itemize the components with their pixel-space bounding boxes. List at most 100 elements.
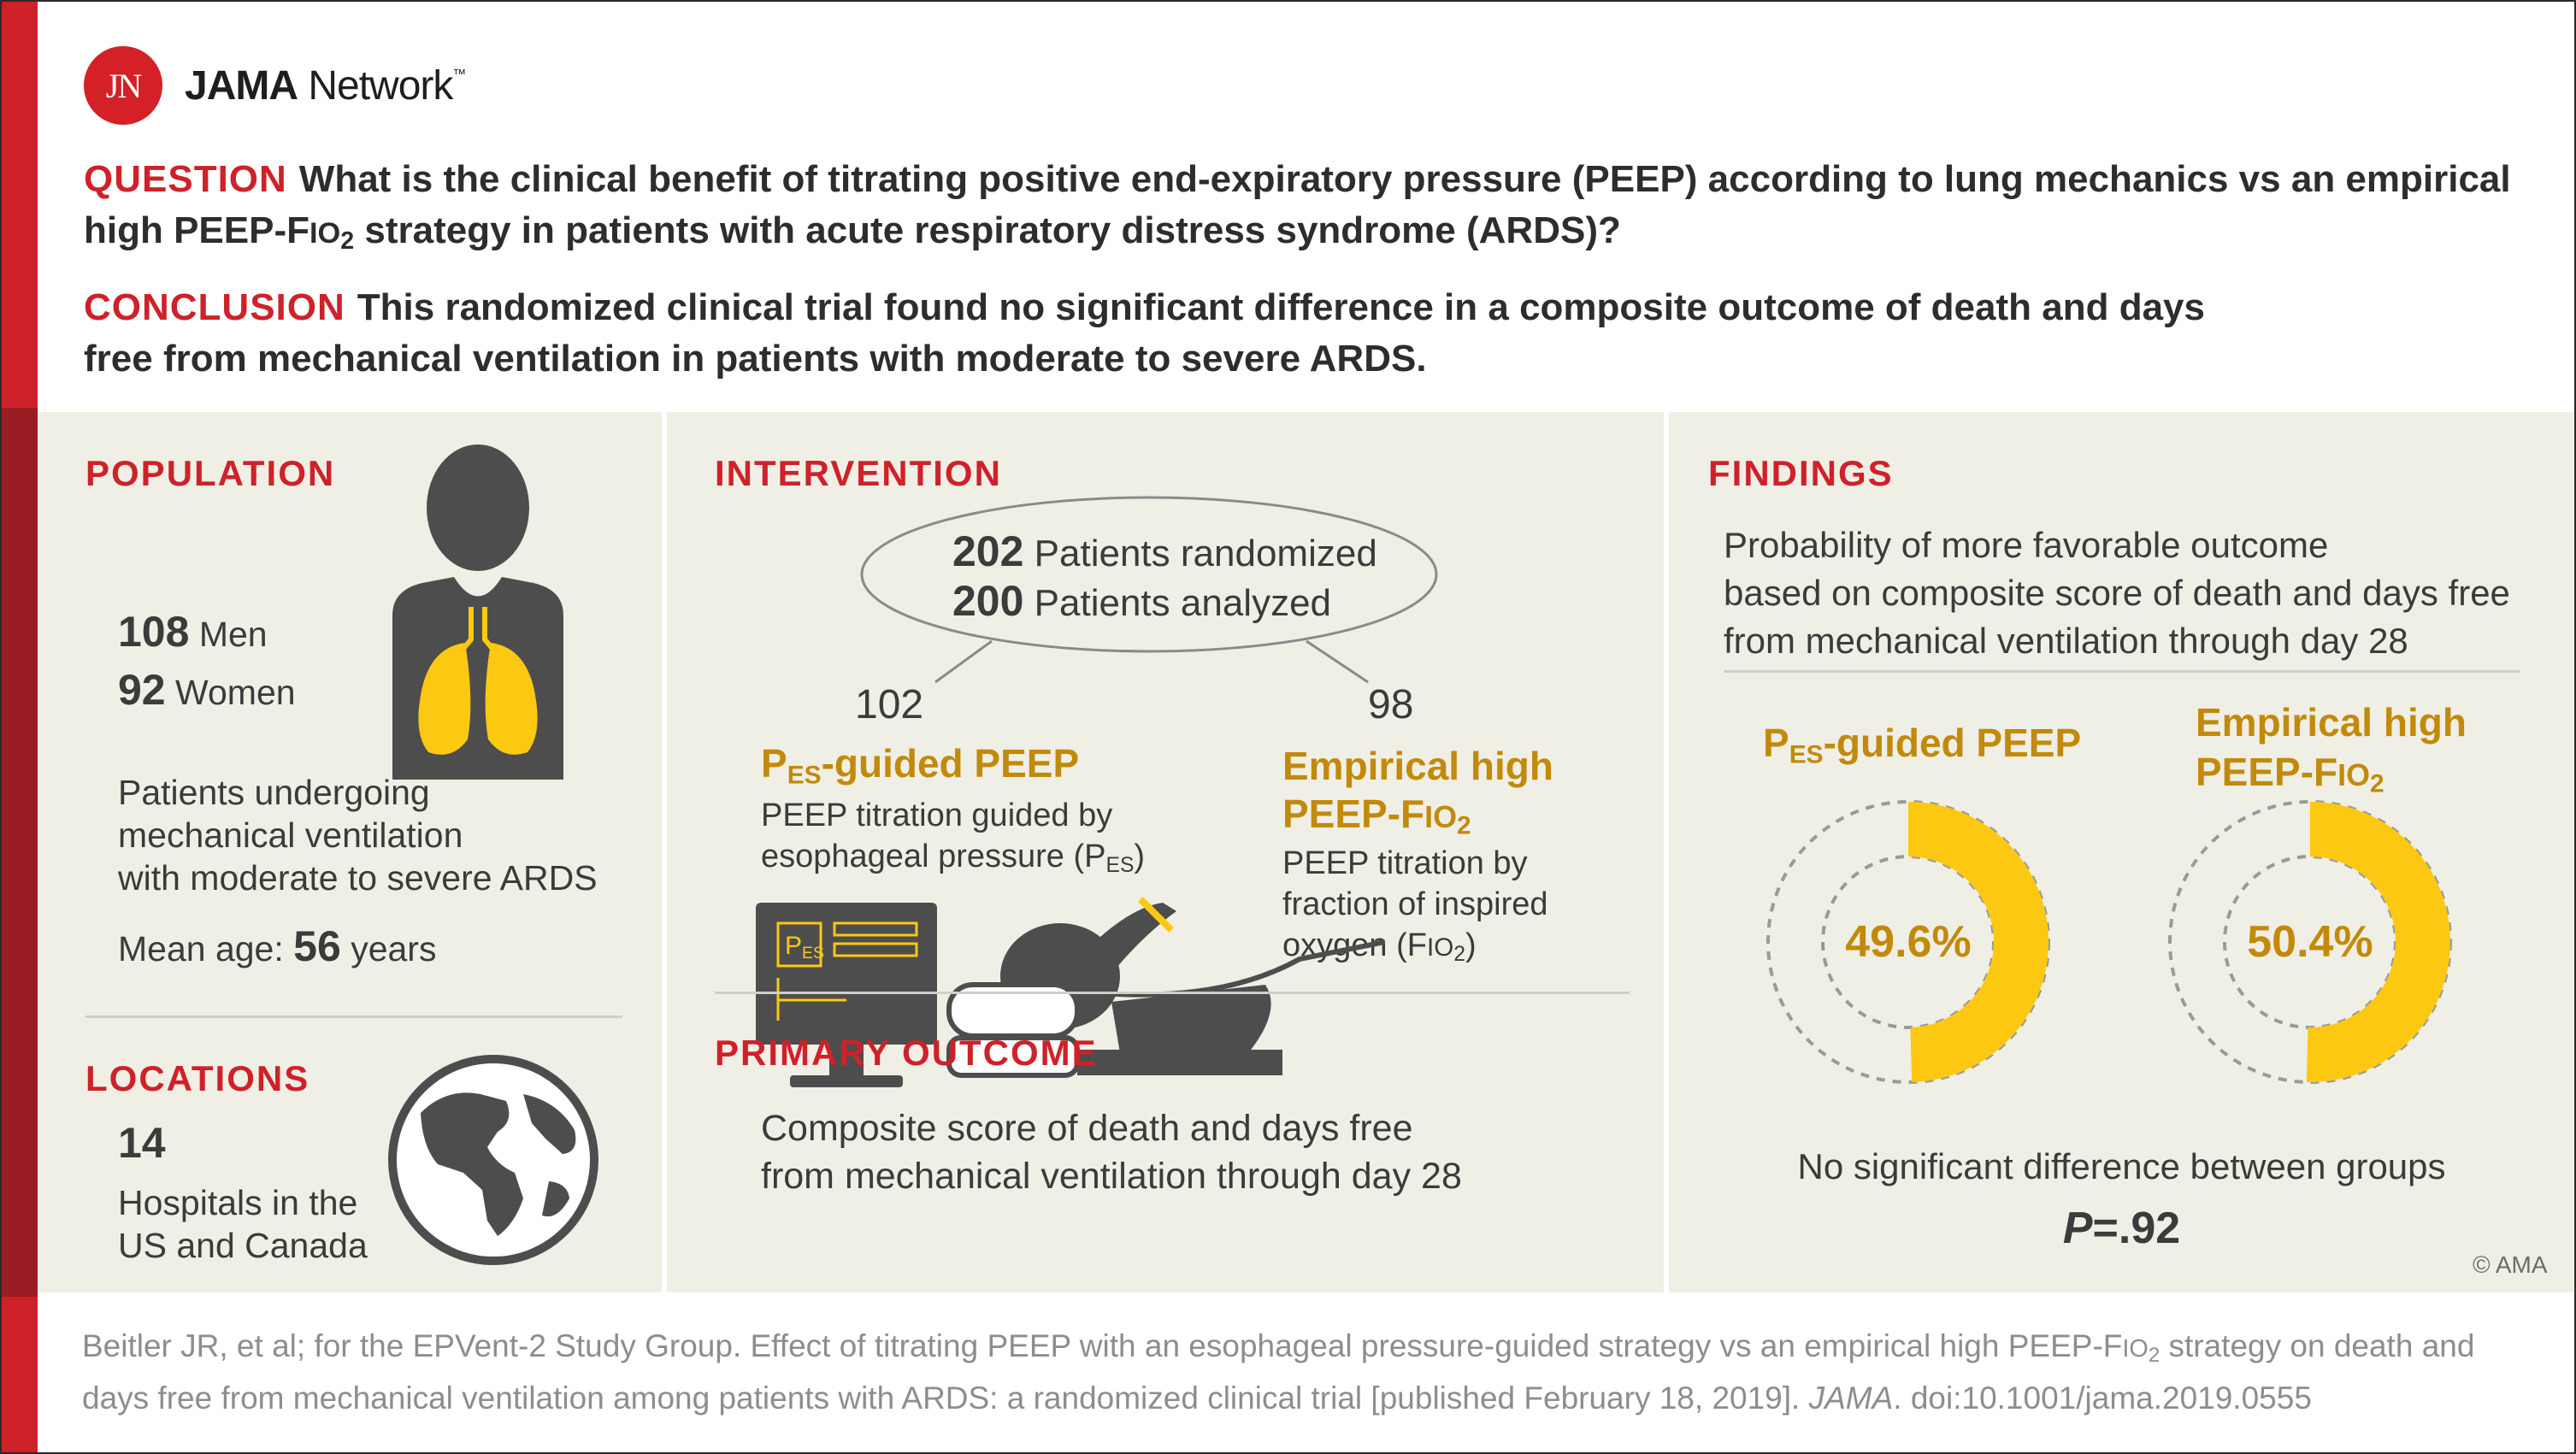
group-b-desc-line: fraction of inspired <box>1282 886 1548 922</box>
group-a-title-text: -guided PEEP <box>821 741 1080 786</box>
population-desc-line: with moderate to severe ARDS <box>118 858 598 898</box>
conclusion-label: CONCLUSION <box>84 286 345 328</box>
locations-desc-line: Hospitals in the <box>118 1183 358 1222</box>
group-b-title: Empirical high PEEP-FIO2 <box>1282 742 1553 850</box>
findings-group-a-p: P <box>1763 721 1789 765</box>
randomized-stat: 202 Patients randomized <box>952 530 1377 575</box>
randomization-ellipse <box>860 496 1438 684</box>
question-sub2: 2 <box>340 227 355 256</box>
p-value-number: =.92 <box>2092 1204 2181 1253</box>
citation-text-b: strategy on death and <box>2160 1328 2475 1363</box>
question-text-a: What is the clinical benefit of titratin… <box>84 158 2511 251</box>
monitor-p: P <box>785 932 803 960</box>
conclusion-text: This randomized clinical trial found no … <box>84 286 2205 380</box>
women-count: 92 <box>118 666 166 714</box>
monitor-icon <box>756 903 937 1087</box>
group-b-desc-sub: 2 <box>1453 943 1465 967</box>
question-fio: IO <box>309 217 341 250</box>
logo-jama: JAMA <box>185 62 298 109</box>
findings-desc-line: from mechanical ventilation through day … <box>1724 621 2408 661</box>
findings-group-b-fio: IO <box>2337 758 2371 792</box>
citation: Beitler JR, et al; for the EPVent-2 Stud… <box>82 1325 2510 1420</box>
accent-bar-middle <box>2 408 38 1297</box>
citation-line: Beitler JR, et al; for the EPVent-2 Stud… <box>82 1325 2510 1377</box>
group-b-percent: 50.4% <box>2247 917 2373 967</box>
mean-age: Mean age: 56 years <box>118 925 436 970</box>
group-b-sub: 2 <box>1457 811 1471 840</box>
group-b-desc-close: ) <box>1465 927 1477 963</box>
group-b-title-line: Empirical high <box>1282 744 1553 788</box>
logo-trademark: ™ <box>452 67 466 82</box>
findings-desc-line: based on composite score of death and da… <box>1724 573 2510 613</box>
findings-divider <box>1724 670 2520 673</box>
locations-description: Hospitals in the US and Canada <box>118 1181 368 1267</box>
accent-bar-top <box>2 2 38 408</box>
men-stat: 108 Men <box>118 610 268 656</box>
randomized-label: Patients randomized <box>1034 533 1377 574</box>
citation-doi: . doi:10.1001/jama.2019.0555 <box>1893 1380 2312 1416</box>
findings-summary: No significant difference between groups <box>1797 1146 2446 1186</box>
population-description: Patients undergoing mechanical ventilati… <box>118 771 598 899</box>
locations-title: LOCATIONS <box>85 1058 310 1098</box>
group-a-desc-text: esophageal pressure (P <box>761 839 1106 874</box>
group-b-description: PEEP titration by fraction of inspired o… <box>1282 843 1548 975</box>
group-a-desc-line: PEEP titration guided by <box>761 798 1113 833</box>
citation-text-a: Beitler JR, et al; for the EPVent-2 Stud… <box>82 1328 2123 1363</box>
group-a-p: P <box>761 741 787 786</box>
donut-chart-group-a <box>1766 800 2050 1084</box>
analyzed-label: Patients analyzed <box>1034 582 1332 624</box>
group-a-n: 102 <box>855 682 924 727</box>
citation-fio: IO <box>2122 1335 2149 1363</box>
primary-outcome-title: PRIMARY OUTCOME <box>715 1033 1098 1073</box>
findings-group-b-sub: 2 <box>2370 769 2384 798</box>
findings-desc-line: Probability of more favorable outcome <box>1724 525 2329 565</box>
question-text-b: strategy in patients with acute respirat… <box>354 209 1621 251</box>
p-value: P=.92 <box>1669 1204 2574 1253</box>
jn-logo-mark: JN <box>84 46 162 125</box>
findings-group-a-title-text: -guided PEEP <box>1823 721 2082 765</box>
findings-group-a-title: PES-guided PEEP <box>1763 721 2081 776</box>
findings-group-b-line: Empirical high <box>2196 700 2467 745</box>
men-label: Men <box>198 615 268 654</box>
primary-outcome-description: Composite score of death and days free f… <box>761 1104 1462 1200</box>
intervention-divider <box>715 992 1630 994</box>
group-a-donut-arc <box>1907 802 2048 1082</box>
locations-desc-line: US and Canada <box>118 1226 368 1265</box>
intervention-title: INTERVENTION <box>715 453 1002 493</box>
intervention-panel: INTERVENTION 202 Patients randomized 200… <box>667 412 1664 1292</box>
copyright: © AMA <box>2473 1251 2548 1278</box>
group-a-description: PEEP titration guided by esophageal pres… <box>761 795 1145 886</box>
findings-title: FINDINGS <box>1708 453 1894 493</box>
citation-journal: JAMA <box>1808 1380 1894 1416</box>
population-panel: POPULATION 108 Men 92 Women Patients und… <box>38 412 662 1292</box>
analyzed-count: 200 <box>952 577 1024 625</box>
citation-sub: 2 <box>2148 1344 2160 1367</box>
logo-wordmark: JAMA Network™ <box>185 62 466 109</box>
men-count: 108 <box>118 608 190 656</box>
women-label: Women <box>175 673 296 712</box>
citation-line: days free from mechanical ventilation am… <box>82 1377 2510 1420</box>
group-b-desc-fio: IO <box>1426 933 1454 962</box>
randomized-count: 202 <box>952 527 1024 575</box>
group-a-donut-inner-ring <box>1821 855 1995 1029</box>
monitor-label: PES <box>785 925 824 974</box>
findings-group-b-text: PEEP-F <box>2196 750 2338 794</box>
age-value: 56 <box>293 922 341 970</box>
hospital-count: 14 <box>118 1119 166 1167</box>
age-label: Mean age: <box>118 929 284 968</box>
findings-group-b-line: PEEP-FIO2 <box>2196 747 2467 809</box>
age-unit: years <box>351 929 437 968</box>
analyzed-stat: 200 Patients analyzed <box>952 580 1331 625</box>
group-b-title-text: PEEP-F <box>1282 792 1425 836</box>
group-b-desc-line: oxygen (FIO2) <box>1282 925 1548 975</box>
group-a-desc-line: esophageal pressure (PES) <box>761 836 1145 886</box>
group-a-title: PES-guided PEEP <box>761 742 1079 797</box>
donut-chart-group-b <box>2168 800 2452 1084</box>
accent-bar-bottom <box>2 1297 38 1452</box>
group-a-es: ES <box>787 761 822 790</box>
outcome-desc-line: Composite score of death and days free <box>761 1108 1413 1149</box>
p-letter: P <box>2062 1204 2093 1253</box>
